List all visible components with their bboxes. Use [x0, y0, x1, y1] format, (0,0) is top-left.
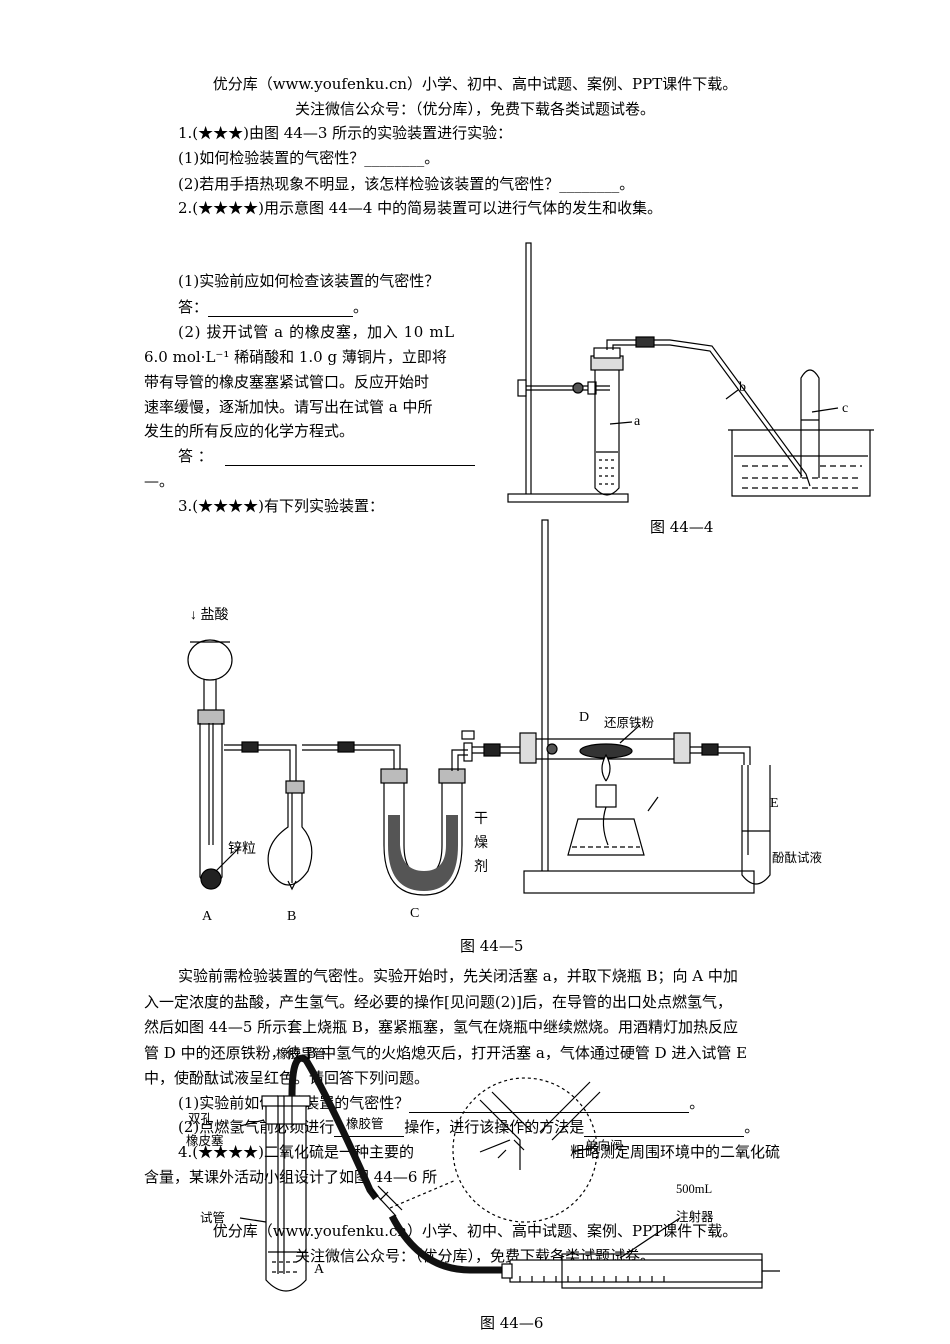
q3-text-line2: 入一定浓度的盐酸，产生氢气。经必要的操作[见问题(2)]后，在导管的出口处点燃氢… — [144, 993, 732, 1011]
fig445-iron-label: 还原铁粉 — [604, 716, 655, 730]
fig445-label-B: B — [287, 909, 297, 924]
fig445-label-E: E — [770, 796, 779, 811]
fig445-label-C: C — [410, 906, 420, 921]
fig445-hcl-label: ↓ 盐酸 — [190, 608, 229, 623]
fig446-hole-label-2: 橡皮塞 — [186, 1134, 224, 1148]
fig446-caption: 图 44—6 — [480, 1314, 544, 1332]
answer-label: 答 ： — [178, 447, 213, 465]
q2-part2-line2: 6.0 mol·L⁻¹ 稀硝酸和 1.0 g 薄铜片，立即将 — [144, 348, 447, 366]
fig445-dry-1: 干 — [474, 812, 488, 827]
q1-part2: (2)若用手捂热现象不明显，该怎样检验该装置的气密性？________。 — [178, 175, 635, 193]
fig444-label-b: b — [739, 380, 746, 395]
fig444-caption: 图 44—4 — [650, 518, 714, 536]
answer-blank[interactable] — [334, 1136, 405, 1137]
fig446-tube-top-label: 橡胶导管 — [276, 1047, 327, 1061]
q3-title: 3.(★★★★)有下列实验装置： — [178, 497, 385, 515]
fig446-hole-label-1: 双孔 — [188, 1112, 214, 1126]
figure-44-6 — [239, 1054, 780, 1292]
fig445-label-D: D — [579, 710, 590, 725]
fig445-dry-3: 剂 — [474, 860, 488, 875]
fig444-label-c: c — [842, 401, 849, 416]
answer-blank[interactable] — [208, 316, 354, 317]
q2-answer2-tail: —。 — [144, 472, 175, 490]
q2-part2-line1: (2) 拔开试管 a 的橡皮塞，加入 10 mL — [178, 323, 455, 341]
fig445-label-A: A — [202, 909, 213, 924]
q2-part2-line4: 速率缓慢，逐渐加快。请写出在试管 a 中所 — [144, 398, 433, 416]
fig446-testtube-label: 试管 — [200, 1211, 226, 1225]
question-text: 操作，进行该操作的方法是 — [404, 1118, 585, 1136]
figure-44-5 — [187, 519, 771, 896]
q2-part2-line3: 带有导管的橡皮塞塞紧试管口。反应开始时 — [144, 373, 430, 391]
q2-part2-line5: 发生的所有反应的化学方程式。 — [144, 422, 355, 440]
q4-line1b: 粗略测定周围环境中的二氧化硫 — [570, 1143, 781, 1161]
answer-blank[interactable] — [584, 1136, 745, 1137]
fig446-volume-label: 500mL — [676, 1182, 713, 1196]
q2-answer1: 答：。 — [178, 298, 369, 317]
q3-text-line3: 然后如图 44—5 所示套上烧瓶 B，塞紧瓶塞，氢气在烧瓶中继续燃烧。用酒精灯加… — [144, 1018, 738, 1036]
question-end: 。 — [744, 1118, 760, 1136]
q1-part1: (1)如何检验装置的气密性？________。 — [178, 149, 440, 167]
fig445-dry-2: 燥 — [474, 836, 488, 851]
q3-text-line1: 实验前需检验装置的气密性。实验开始时，先关闭活塞 a，并取下烧瓶 B；向 A 中… — [178, 967, 738, 985]
q3-text-line5: 中，使酚酞试液呈红色。请回答下列问题。 — [144, 1069, 430, 1087]
q2-answer2: 答 ： — [178, 446, 475, 466]
q2-title: 2.(★★★★)用示意图 44—4 中的简易装置可以进行气体的发生和收集。 — [178, 199, 663, 217]
header-line-2: 关注微信公众号：（优分库），免费下载各类试题试卷。 — [294, 100, 655, 118]
answer-label: 答： — [178, 298, 209, 316]
fig446-label-A: A — [314, 1262, 325, 1277]
question-end: 。 — [689, 1094, 705, 1112]
header-line-1: 优分库（www.youfenku.cn）小学、初中、高中试题、案例、PPT课件下… — [212, 75, 738, 93]
q3-text-line4: 管 D 中的还原铁粉，待 B 中氢气的火焰熄灭后，打开活塞 a，气体通过硬管 D… — [144, 1044, 748, 1062]
fig445-zinc-label: 锌粒 — [228, 842, 256, 857]
fig445-caption: 图 44—5 — [460, 937, 524, 955]
fig446-syringe-label: 注射器 — [676, 1210, 714, 1224]
answer-blank[interactable] — [224, 465, 475, 466]
answer-blank[interactable] — [409, 1112, 690, 1113]
q2-part1: (1)实验前应如何检查该装置的气密性？ — [178, 272, 440, 290]
figure-44-4 — [507, 242, 874, 503]
q1-title: 1.(★★★)由图 44—3 所示的实验装置进行实验： — [178, 124, 513, 142]
fig446-valve-label: 单向阀 — [585, 1139, 623, 1153]
footer-line-1: 优分库（www.youfenku.cn）小学、初中、高中试题、案例、PPT课件下… — [212, 1222, 738, 1240]
fig445-phenol-label: 酚酞试液 — [772, 851, 823, 865]
fig446-rubber-tube-label: 橡胶管 — [346, 1117, 384, 1131]
fig444-label-a: a — [634, 414, 641, 429]
